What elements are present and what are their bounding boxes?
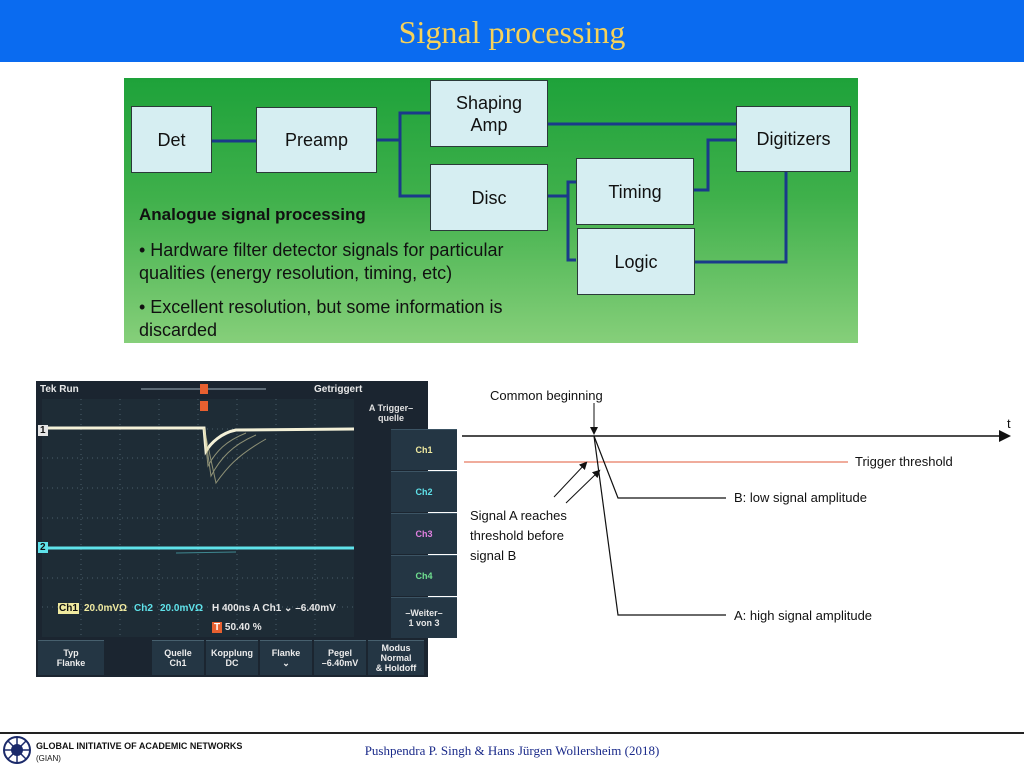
modus-holdoff: & Holdoff bbox=[375, 663, 417, 673]
trigger-t-icon: T bbox=[212, 622, 223, 633]
modus-value: Normal bbox=[380, 653, 412, 663]
status-ch2: Ch2 bbox=[134, 603, 153, 614]
preamp-label: Preamp bbox=[284, 130, 349, 150]
modus-label: Modus bbox=[381, 643, 411, 653]
digitizers-label: Digitizers bbox=[756, 129, 831, 149]
side-button-ch3-label: Ch3 bbox=[415, 529, 433, 539]
side-button-ch1-label: Ch1 bbox=[415, 445, 433, 455]
shaping-label: Shaping bbox=[455, 92, 523, 113]
logic-box: Logic bbox=[577, 228, 695, 295]
gian-abbrev: (GIAN) bbox=[36, 754, 61, 763]
quelle-value: Ch1 bbox=[169, 658, 187, 668]
connector-preamp-disc bbox=[398, 140, 430, 198]
note-line-1: Signal A reaches bbox=[470, 508, 567, 523]
scope-button-flanke[interactable]: Flanke⌄ bbox=[260, 640, 312, 675]
kopplung-label: Kopplung bbox=[211, 648, 253, 658]
bullet-1-line-1: • Hardware filter detector signals for p… bbox=[139, 240, 504, 260]
connector-disc-logic bbox=[566, 196, 576, 262]
signal-b-trace bbox=[593, 435, 726, 499]
status-ch1: Ch1 bbox=[58, 603, 79, 614]
connector-timing-digitizers bbox=[693, 138, 736, 192]
note-line-3: signal B bbox=[470, 548, 516, 563]
side-button-weiter[interactable]: –Weiter– 1 von 3 bbox=[391, 597, 457, 638]
scope-button-pegel[interactable]: Pegel–6.40mV bbox=[314, 640, 366, 675]
connector-logic-digitizers bbox=[694, 172, 788, 264]
bullet-1-line-2: qualities (energy resolution, timing, et… bbox=[139, 263, 453, 283]
ch1-marker: 1 bbox=[38, 425, 48, 436]
side-button-ch3[interactable]: Ch3 bbox=[391, 513, 457, 554]
amp-label: Amp bbox=[470, 114, 508, 135]
author-credit: Pushpendra P. Singh & Hans Jürgen Woller… bbox=[364, 743, 660, 758]
side-button-ch4[interactable]: Ch4 bbox=[391, 555, 457, 596]
bullet-2-line-1: • Excellent resolution, but some informa… bbox=[139, 297, 503, 317]
note-arrow-a bbox=[553, 461, 588, 498]
footer-bar bbox=[0, 732, 1024, 770]
gian-logo-icon bbox=[3, 736, 31, 764]
quelle-label: Quelle bbox=[164, 648, 192, 658]
status-ch2-scale: 20.0mVΩ bbox=[160, 603, 204, 614]
preamp-box: Preamp bbox=[256, 107, 377, 173]
det-box: Det bbox=[131, 106, 212, 173]
title-bar bbox=[0, 0, 1024, 62]
signal-a-label: A: high signal amplitude bbox=[734, 608, 872, 623]
kopplung-value: DC bbox=[225, 658, 239, 668]
disc-box: Disc bbox=[430, 164, 548, 231]
scope-graticule bbox=[42, 384, 355, 637]
slide-title: Signal processing bbox=[398, 14, 626, 50]
scope-trigger-status: Getriggert bbox=[314, 384, 363, 395]
shaping-amp-box: Shaping Amp bbox=[430, 80, 548, 147]
status-timebase: H 400ns A Ch1 ⌄ –6.40mV bbox=[212, 603, 336, 614]
trigger-source-title-1: A Trigger– bbox=[368, 403, 414, 413]
pegel-value: –6.40mV bbox=[321, 658, 359, 668]
status-trigger-percent: T 50.40 % bbox=[212, 622, 262, 633]
note-arrow-b bbox=[565, 469, 601, 504]
scope-run-status: Tek Run bbox=[40, 384, 79, 395]
digitizers-box: Digitizers bbox=[736, 106, 851, 172]
logic-label: Logic bbox=[614, 251, 658, 272]
signal-b-label: B: low signal amplitude bbox=[734, 490, 867, 505]
flanke-label: Flanke bbox=[271, 648, 301, 658]
bullet-2-line-2: discarded bbox=[139, 320, 218, 340]
side-button-ch2[interactable]: Ch2 bbox=[391, 471, 457, 512]
typ-value: Flanke bbox=[56, 658, 86, 668]
signal-a-trace bbox=[593, 435, 726, 616]
connector-preamp-shaping bbox=[377, 111, 430, 142]
timing-label: Timing bbox=[608, 181, 662, 202]
flanke-value: ⌄ bbox=[282, 658, 290, 668]
oscilloscope-screen: Tek Run Getriggert 1 2 A Trigger– quelle… bbox=[36, 381, 457, 677]
trigger-threshold-label: Trigger threshold bbox=[855, 454, 953, 469]
typ-label: Typ bbox=[63, 648, 79, 658]
side-button-ch4-label: Ch4 bbox=[415, 571, 433, 581]
ch2-marker: 2 bbox=[38, 542, 48, 553]
timing-box: Timing bbox=[576, 158, 694, 225]
note-line-2: threshold before bbox=[470, 528, 564, 543]
status-percent-value: 50.40 % bbox=[224, 622, 262, 633]
side-button-ch2-label: Ch2 bbox=[415, 487, 433, 497]
disc-label: Disc bbox=[471, 187, 507, 208]
gian-org-name: GLOBAL INITIATIVE OF ACADEMIC NETWORKS bbox=[36, 741, 243, 751]
connector-disc-timing bbox=[548, 180, 576, 198]
common-beginning-label: Common beginning bbox=[490, 388, 603, 403]
status-ch1-scale: 20.0mVΩ bbox=[84, 603, 128, 614]
analogue-heading: Analogue signal processing bbox=[139, 205, 366, 224]
trigger-source-title-2: quelle bbox=[377, 413, 404, 423]
det-label: Det bbox=[157, 129, 186, 150]
timing-diagram: Common beginning t Trigger threshold B: … bbox=[462, 388, 1011, 623]
trigger-position-marker bbox=[200, 384, 208, 394]
side-button-ch1[interactable]: Ch1 bbox=[391, 429, 457, 470]
weiter-page-label: 1 von 3 bbox=[408, 618, 440, 628]
pegel-label: Pegel bbox=[327, 648, 352, 658]
weiter-label: –Weiter– bbox=[405, 608, 443, 618]
time-axis-label: t bbox=[1007, 416, 1011, 431]
